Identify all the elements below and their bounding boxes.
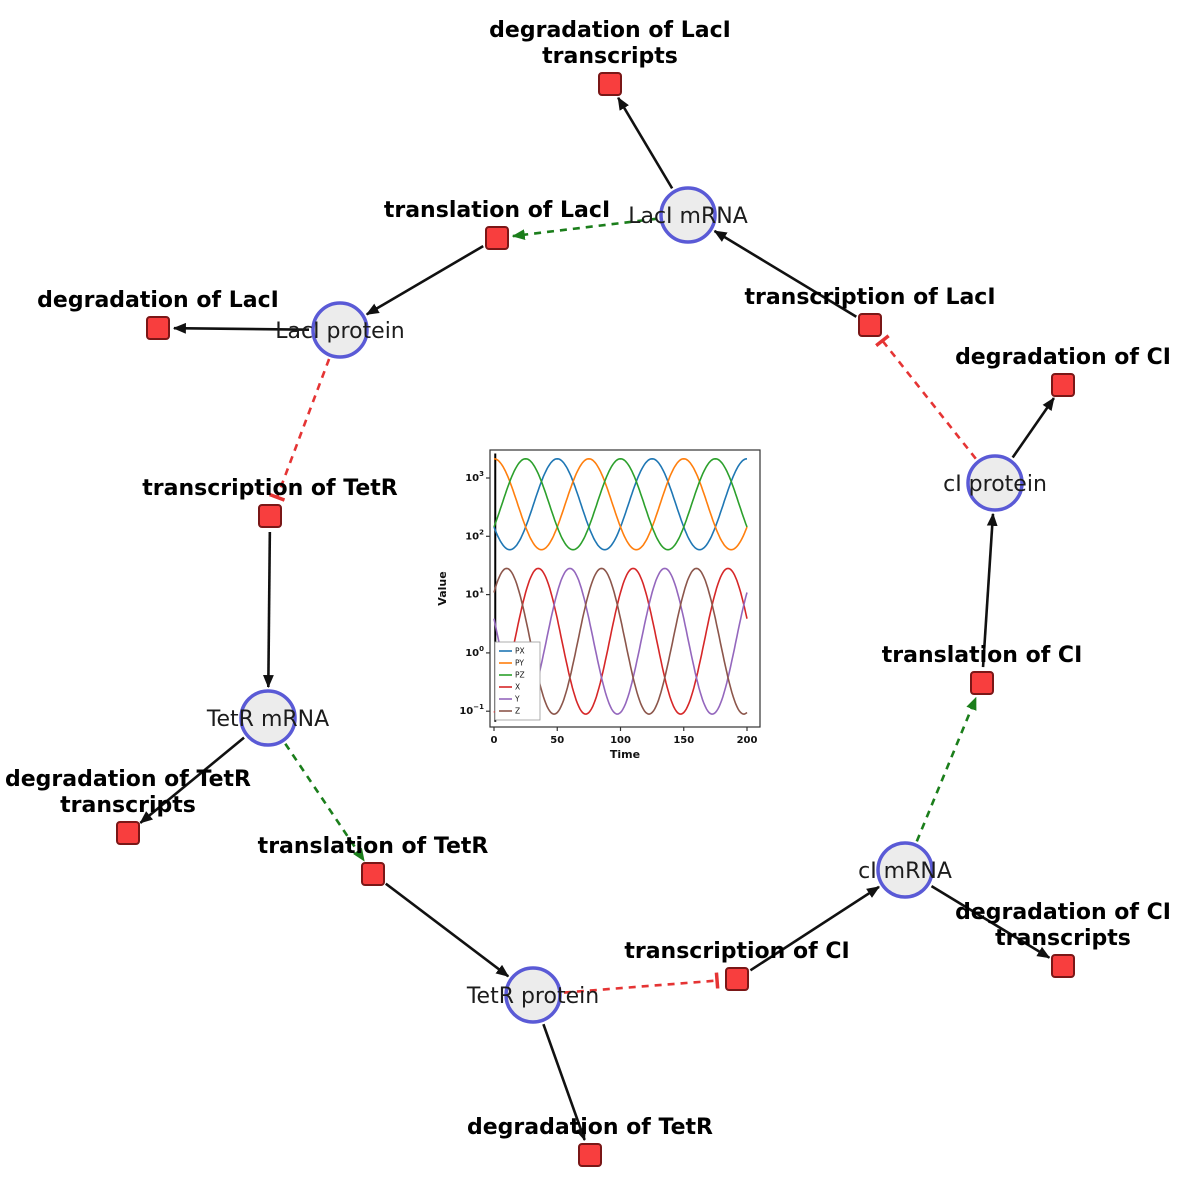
species-label-tetr-mrna: TetR mRNA [206, 707, 329, 732]
series-line-PY [493, 457, 748, 551]
reaction-node-transl-ci [970, 671, 994, 695]
edge-inhibition-laci-protein-to-txn-tetr [268, 358, 331, 502]
legend-box [494, 641, 541, 721]
y-tick-label: 100 [465, 645, 484, 659]
series-line-PZ [493, 457, 748, 551]
reaction-node-deg-tetr-tx [116, 821, 140, 845]
x-tick-label: 100 [610, 735, 631, 746]
edge-consumption-tetr-protein-to-deg-tetr [542, 1023, 586, 1141]
reaction-node-transl-laci [485, 226, 509, 250]
edge-modifier-laci-mrna-to-transl-laci [511, 217, 658, 241]
series-line-X [493, 567, 748, 715]
legend-label-PY: PY [515, 659, 524, 668]
edge-consumption-tetr-mrna-to-deg-tetr-tx [139, 736, 245, 824]
edge-production-transl-ci-to-ci-protein [981, 512, 998, 668]
species-label-laci-mrna: LacI mRNA [628, 204, 748, 229]
legend-label-X: X [515, 683, 520, 692]
species-node-ci-mrna [876, 841, 934, 899]
reaction-label-txn-ci: transcription of CI [624, 939, 849, 964]
chart-xlabel: Time [610, 748, 640, 761]
reaction-node-transl-tetr [361, 862, 385, 886]
reaction-node-txn-ci [725, 967, 749, 991]
reaction-label-deg-ci-tx: transcripts [995, 926, 1131, 951]
reaction-label-deg-ci-tx: degradation of CI [955, 900, 1171, 925]
reaction-label-transl-laci: translation of LacI [384, 198, 610, 223]
legend-label-PZ: PZ [515, 671, 525, 680]
reaction-label-deg-laci-tx: degradation of LacI [489, 18, 731, 43]
reaction-node-deg-tetr [578, 1143, 602, 1167]
reaction-label-txn-tetr: transcription of TetR [142, 476, 398, 501]
reaction-node-txn-laci [858, 313, 882, 337]
reaction-node-deg-ci [1051, 373, 1075, 397]
reaction-node-deg-ci-tx [1051, 954, 1075, 978]
reaction-node-txn-tetr [258, 504, 282, 528]
reaction-label-txn-laci: transcription of LacI [744, 285, 995, 310]
y-tick-label: 10−1 [459, 703, 484, 717]
species-label-laci-protein: LacI protein [275, 319, 405, 344]
edge-consumption-laci-protein-to-deg-laci [172, 322, 310, 334]
reaction-label-transl-tetr: translation of TetR [258, 834, 489, 859]
reaction-node-deg-laci [146, 316, 170, 340]
species-label-tetr-protein: TetR protein [466, 984, 599, 1009]
species-node-laci-mrna [659, 186, 717, 244]
legend-label-Y: Y [514, 695, 520, 704]
edge-production-txn-laci-to-laci-mrna [713, 229, 857, 318]
edge-consumption-ci-protein-to-deg-ci [1011, 397, 1055, 459]
edge-consumption-laci-mrna-to-deg-laci-tx [617, 96, 674, 190]
x-tick-label: 0 [491, 735, 498, 746]
legend-label-PX: PX [515, 647, 525, 656]
edge-production-txn-ci-to-ci-mrna [749, 885, 880, 972]
species-node-ci-protein [966, 454, 1024, 512]
species-node-tetr-protein [504, 966, 562, 1024]
species-node-laci-protein [311, 301, 369, 359]
x-tick-label: 200 [737, 735, 758, 746]
reaction-label-deg-laci: degradation of LacI [37, 288, 279, 313]
species-label-ci-mrna: cI mRNA [858, 859, 952, 884]
edge-production-txn-tetr-to-tetr-mrna [263, 531, 274, 689]
edge-production-transl-tetr-to-tetr-protein [384, 882, 510, 978]
edge-production-transl-laci-to-laci-protein [365, 244, 484, 316]
edge-modifier-tetr-mrna-to-transl-tetr [284, 742, 366, 862]
edge-modifier-ci-mrna-to-transl-ci [915, 696, 978, 842]
reaction-node-deg-laci-tx [598, 72, 622, 96]
reaction-label-transl-ci: translation of CI [882, 643, 1083, 668]
y-tick-label: 101 [465, 587, 484, 601]
y-tick-label: 102 [465, 528, 484, 542]
reaction-label-deg-laci-tx: transcripts [542, 44, 678, 69]
reaction-label-deg-tetr-tx: transcripts [60, 793, 196, 818]
reaction-label-deg-ci: degradation of CI [955, 345, 1171, 370]
chart-ylabel: Value [436, 571, 449, 605]
y-tick-label: 103 [465, 470, 484, 484]
x-tick-label: 150 [673, 735, 694, 746]
x-tick-label: 50 [550, 735, 564, 746]
reaction-label-deg-tetr: degradation of TetR [467, 1115, 713, 1140]
reaction-label-deg-tetr-tx: degradation of TetR [5, 767, 251, 792]
species-node-tetr-mrna [239, 689, 297, 747]
species-label-ci-protein: cI protein [943, 472, 1047, 497]
legend-label-Z: Z [515, 707, 520, 716]
edge-consumption-ci-mrna-to-deg-ci-tx [930, 884, 1051, 959]
